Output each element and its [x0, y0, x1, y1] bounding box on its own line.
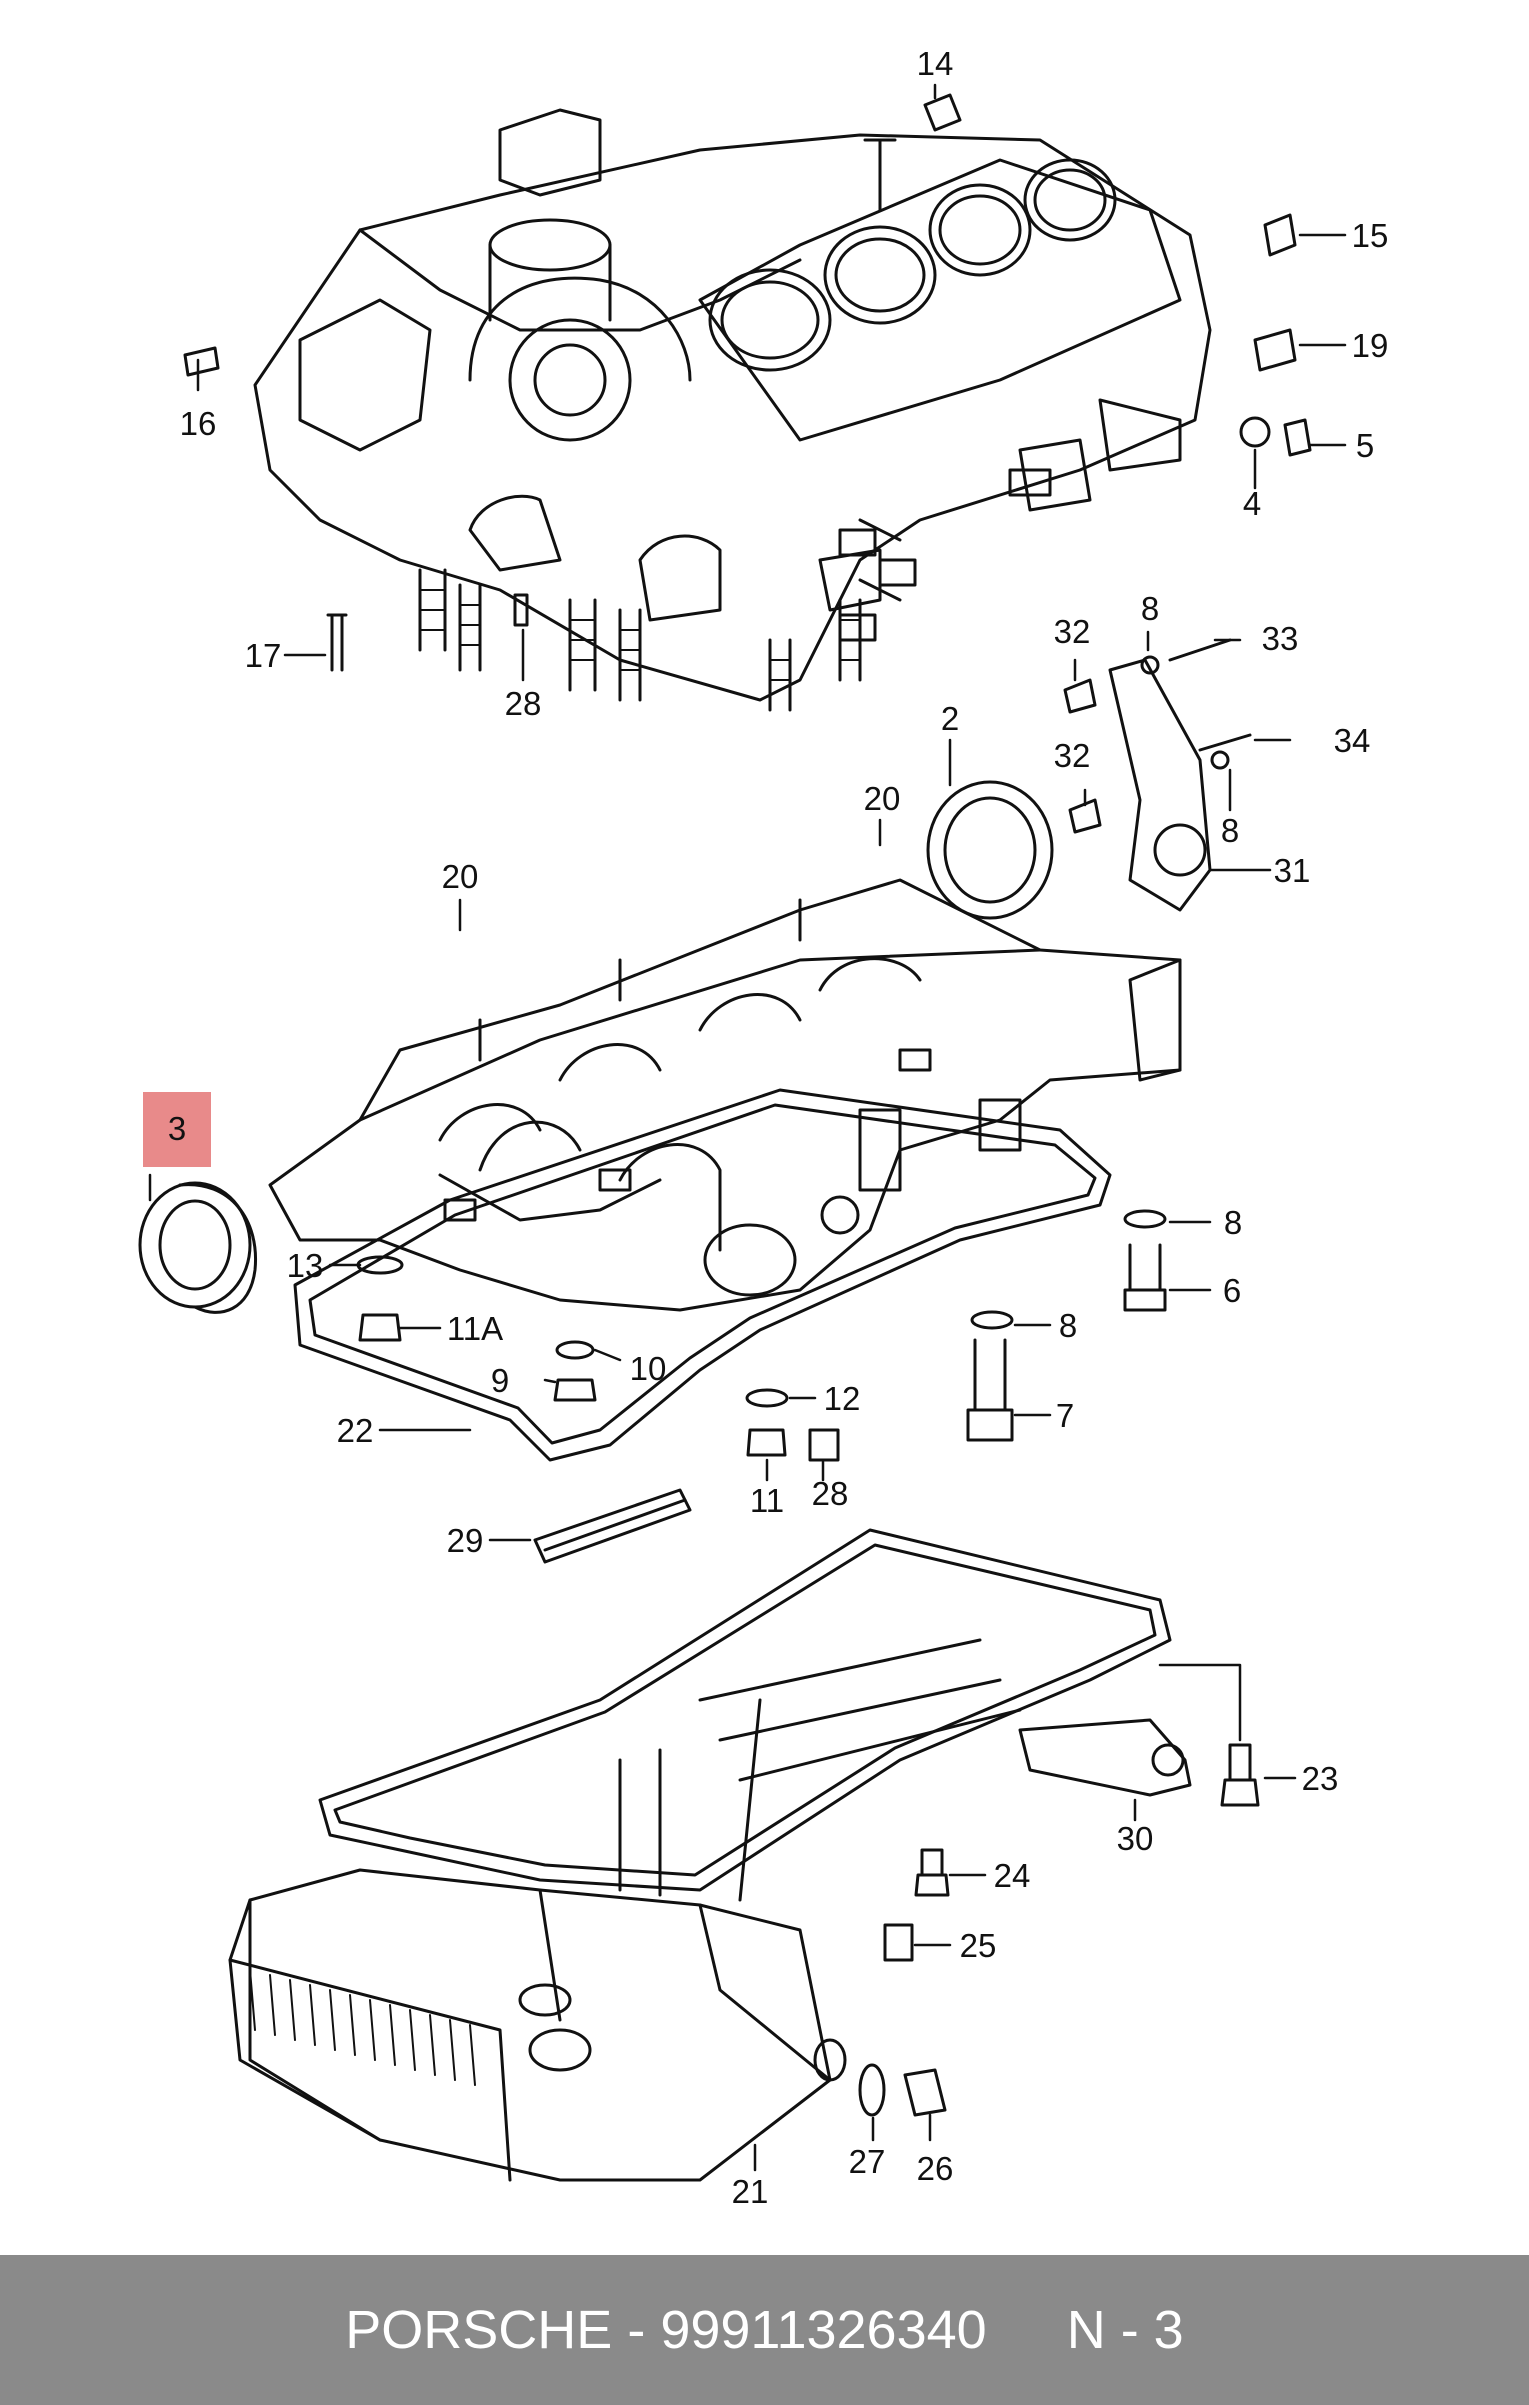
callout-9: 9 — [491, 1362, 509, 1399]
callout-11: 11 — [750, 1482, 784, 1519]
callout-31: 31 — [1274, 852, 1311, 889]
callout-22: 22 — [337, 1412, 374, 1449]
callout-33: 33 — [1262, 620, 1299, 657]
callout-19: 19 — [1352, 327, 1389, 364]
oil-strainer-drawing — [533, 1488, 692, 1564]
callout-28-top: 28 — [505, 685, 542, 722]
callout-7: 7 — [1056, 1397, 1074, 1434]
rear-seal-and-bracket — [926, 638, 1252, 920]
lower-crankcase-drawing — [268, 878, 1182, 1312]
callout-13: 13 — [287, 1247, 324, 1284]
loose-parts-top — [183, 93, 1312, 672]
callout-20-left: 20 — [442, 858, 479, 895]
callout-26: 26 — [917, 2150, 954, 2187]
part-number: 99911326340 — [660, 2300, 987, 2360]
callout-labels: 14 15 19 5 4 16 17 28 32 8 33 32 34 8 31… — [168, 45, 1389, 2210]
callout-25: 25 — [960, 1927, 997, 1964]
exploded-parts-diagram: 14 15 19 5 4 16 17 28 32 8 33 32 34 8 31… — [138, 45, 1389, 2210]
upper-crankcase-drawing — [253, 108, 1212, 712]
callout-14: 14 — [917, 45, 954, 82]
callout-6: 6 — [1223, 1272, 1241, 1309]
front-crank-seal-drawing — [138, 1181, 258, 1314]
callout-29: 29 — [447, 1522, 484, 1559]
callout-2: 2 — [941, 700, 959, 737]
part-info-footer: PORSCHE - 99911326340 N - 3 — [0, 2255, 1529, 2405]
fasteners-bottom — [858, 1718, 1260, 2117]
callout-15: 15 — [1352, 217, 1389, 254]
callout-28-middle: 28 — [812, 1475, 849, 1512]
callout-8-bracket: 8 — [1221, 812, 1239, 849]
gasket-drawing — [293, 1088, 1112, 1462]
callout-27: 27 — [849, 2143, 886, 2180]
callout-17: 17 — [245, 637, 282, 674]
callout-3: 3 — [168, 1110, 186, 1147]
leader-lines — [148, 83, 1347, 2172]
callout-32-lower: 32 — [1054, 737, 1091, 774]
callout-30: 30 — [1117, 1820, 1154, 1857]
separator: - — [627, 2300, 646, 2360]
callout-23: 23 — [1302, 1760, 1339, 1797]
brand-label: PORSCHE — [345, 2300, 613, 2360]
callout-12: 12 — [824, 1380, 861, 1417]
callout-8-right-lower: 8 — [1059, 1307, 1077, 1344]
callout-11a: 11A — [447, 1310, 503, 1347]
callout-4: 4 — [1243, 485, 1261, 522]
callout-10: 10 — [630, 1350, 667, 1387]
position-label: N - 3 — [1066, 2300, 1184, 2360]
callout-20-right: 20 — [864, 780, 901, 817]
callout-32-upper: 32 — [1054, 613, 1091, 650]
oil-pan-drawing — [228, 1528, 1172, 2182]
fasteners-middle — [356, 1209, 1167, 1462]
callout-34: 34 — [1334, 722, 1371, 759]
callout-3-highlight — [143, 1092, 211, 1167]
callout-8-right-upper: 8 — [1224, 1204, 1242, 1241]
callout-21: 21 — [732, 2173, 769, 2210]
callout-16: 16 — [180, 405, 217, 442]
callout-24: 24 — [994, 1857, 1031, 1894]
callout-5: 5 — [1356, 427, 1374, 464]
callout-8-upper: 8 — [1141, 590, 1159, 627]
